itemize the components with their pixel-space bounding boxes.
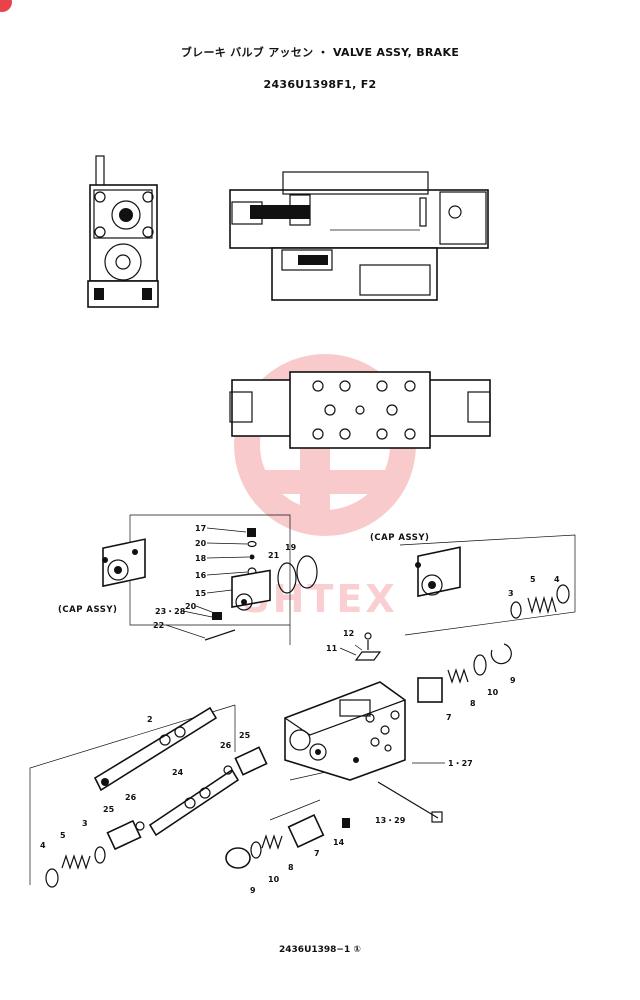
- label-4b: 4: [40, 841, 46, 850]
- bottom-view: [229, 371, 491, 449]
- valve-body: [284, 681, 406, 781]
- label-17: 17: [195, 524, 206, 533]
- label-18: 18: [195, 554, 207, 563]
- spool-upper: [93, 706, 218, 792]
- label-7a: 7: [446, 713, 452, 722]
- label-24: 24: [172, 768, 184, 777]
- leader-lines: [165, 527, 445, 764]
- spring-set-left: [45, 746, 268, 888]
- side-section-view: [229, 171, 489, 301]
- label-13-29: 13・29: [375, 816, 406, 825]
- label-cap-assy-left: (CAP ASSY): [58, 605, 117, 615]
- label-21: 21: [268, 551, 280, 560]
- label-3b: 3: [82, 819, 88, 828]
- label-10b: 10: [268, 875, 280, 884]
- label-8b: 8: [288, 863, 294, 872]
- label-26b: 26: [125, 793, 137, 802]
- label-1-27: 1・27: [448, 759, 473, 768]
- label-2: 2: [147, 715, 153, 724]
- label-5b: 5: [60, 831, 66, 840]
- label-cap-assy-right: (CAP ASSY): [370, 533, 429, 543]
- label-23-28: 23・28: [155, 607, 186, 616]
- label-12: 12: [343, 629, 354, 638]
- spool-lower: [148, 768, 240, 837]
- label-11: 11: [326, 644, 338, 653]
- drawing-code: 2436U1398−1 ①: [279, 945, 361, 955]
- label-15: 15: [195, 589, 207, 598]
- top-left-view: [87, 155, 159, 308]
- callout-labels: 17 20 18 16 21 19 15 20 23・28 22 3 5 4 1…: [40, 524, 560, 895]
- label-26a: 26: [220, 741, 232, 750]
- label-22: 22: [153, 621, 164, 630]
- label-3a: 3: [508, 589, 514, 598]
- cap-assy-right: [415, 546, 461, 598]
- label-5a: 5: [530, 575, 536, 584]
- pin-parts: [354, 632, 382, 661]
- label-19: 19: [285, 543, 297, 552]
- model-number: 2436U1398F1, F2: [263, 78, 377, 91]
- label-25a: 25: [239, 731, 251, 740]
- label-4a: 4: [554, 575, 560, 584]
- spring-set-right: [417, 584, 570, 703]
- label-20a: 20: [195, 539, 207, 548]
- label-9a: 9: [510, 676, 516, 685]
- tie-bolt: [377, 781, 443, 823]
- cap-assy-left: [102, 538, 146, 588]
- label-20b: 20: [185, 602, 197, 611]
- label-16: 16: [195, 571, 207, 580]
- label-9b: 9: [250, 886, 256, 895]
- plug-parts: [204, 528, 318, 641]
- label-10a: 10: [487, 688, 499, 697]
- corner-marker: [0, 0, 12, 12]
- label-7b: 7: [314, 849, 320, 858]
- lower-parts: [225, 814, 350, 869]
- label-14: 14: [333, 838, 345, 847]
- label-25b: 25: [103, 805, 115, 814]
- label-8a: 8: [470, 699, 476, 708]
- page-title: ブレーキ バルブ アッセン ・ VALVE ASSY, BRAKE: [180, 46, 460, 59]
